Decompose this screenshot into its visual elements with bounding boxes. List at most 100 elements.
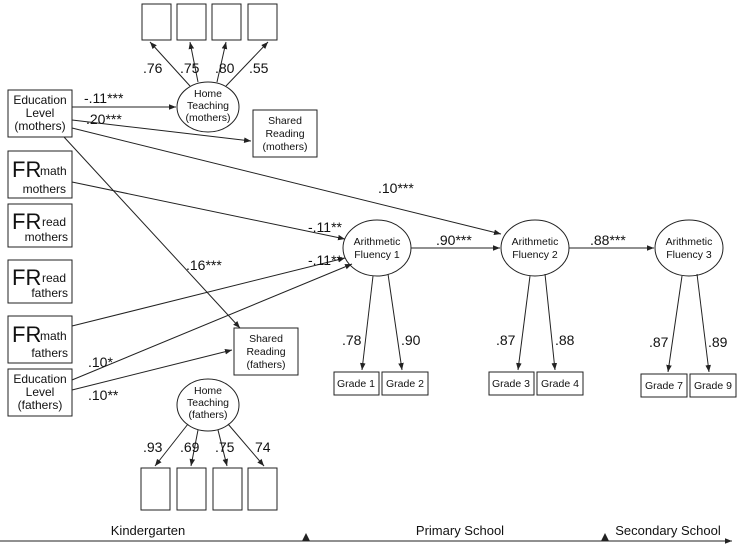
grade-1-box bbox=[333, 371, 380, 396]
arithmetic-fluency-2-node bbox=[500, 219, 570, 277]
af2-label-line2: Fluency 2 bbox=[512, 249, 558, 261]
ht-mothers-loading-arrow-3 bbox=[216, 41, 228, 83]
fr-math-fathers-sub: math bbox=[40, 329, 67, 343]
edu-m-to-sr-m-arrow bbox=[71, 119, 252, 143]
ht-mothers-loading-arrow-4 bbox=[225, 41, 269, 87]
af2-af3-coef: .88*** bbox=[590, 232, 626, 248]
ht-fathers-label-line2: Teaching bbox=[187, 397, 229, 409]
fr-read-mothers-big: FR bbox=[12, 209, 41, 234]
ht-mothers-indicator-3 bbox=[211, 3, 242, 41]
edu-f-af1-coef: .10* bbox=[88, 354, 113, 370]
ht-mothers-loading-arrow-2 bbox=[188, 41, 199, 83]
frmath-f-af1-coef: -.11** bbox=[308, 252, 343, 268]
home-teaching-fathers-node bbox=[176, 378, 240, 432]
grade-7-label: Grade 7 bbox=[645, 380, 683, 392]
ht-fathers-loading-arrow-3 bbox=[217, 429, 229, 467]
timeline-marker-2 bbox=[601, 533, 609, 541]
grade-3-box bbox=[488, 371, 535, 396]
af1-af2-coef: .90*** bbox=[436, 232, 472, 248]
grade3-loading: .87 bbox=[496, 332, 516, 348]
af3-grade7-arrow bbox=[666, 275, 683, 373]
edu-m-sr-f-coef: .16*** bbox=[186, 257, 222, 273]
grade-4-label: Grade 4 bbox=[541, 378, 579, 390]
ht-fathers-loading-1: .93 bbox=[143, 439, 163, 455]
ht-mothers-indicator-4 bbox=[247, 3, 278, 41]
fr-read-fathers-node bbox=[7, 259, 73, 304]
ht-fathers-loading-arrow-1 bbox=[154, 423, 189, 467]
sr-mothers-label-line3: (mothers) bbox=[263, 141, 308, 153]
edu-mothers-label-line2: Level bbox=[26, 106, 55, 120]
ht-mothers-label-line2: Teaching bbox=[187, 100, 229, 112]
fr-read-mothers-node bbox=[7, 203, 73, 248]
edu-m-af2-coef: .10*** bbox=[378, 180, 414, 196]
fr-math-fathers-node bbox=[7, 315, 73, 364]
fr-read-fathers-who: fathers bbox=[31, 286, 68, 300]
ht-mothers-loading-1: .76 bbox=[143, 60, 163, 76]
edu-fathers-label-line2: Level bbox=[26, 385, 55, 399]
af1-label-line1: Arithmetic bbox=[354, 236, 401, 248]
edu-f-to-sr-f-arrow bbox=[71, 348, 233, 391]
sr-fathers-label-line3: (fathers) bbox=[246, 359, 285, 371]
sr-mothers-label-line1: Shared bbox=[268, 115, 302, 127]
grade1-loading: .78 bbox=[342, 332, 362, 348]
ht-fathers-indicator-1 bbox=[140, 467, 171, 511]
fr-math-fathers-who: fathers bbox=[31, 346, 68, 360]
grade9-loading: .89 bbox=[708, 334, 728, 350]
ht-fathers-loading-arrow-4 bbox=[227, 423, 265, 467]
ht-mothers-loading-arrow-1 bbox=[149, 41, 191, 87]
af1-grade2-arrow bbox=[387, 273, 404, 371]
edu-f-to-af1-arrow bbox=[71, 263, 353, 381]
grade-4-box bbox=[536, 371, 584, 396]
af1-grade1-arrow bbox=[360, 275, 374, 371]
timeline-primary-school: Primary School bbox=[416, 523, 504, 538]
edu-m-sr-m-coef: .20*** bbox=[86, 111, 122, 127]
edu-m-to-af2-arrow bbox=[71, 127, 502, 236]
edu-f-sr-f-coef: .10** bbox=[88, 387, 119, 403]
timeline-marker-1 bbox=[302, 533, 310, 541]
ht-fathers-loading-arrow-2 bbox=[189, 429, 199, 467]
af1-label-line2: Fluency 1 bbox=[354, 249, 400, 261]
ht-fathers-loading-3: .75 bbox=[215, 439, 235, 455]
ht-fathers-indicator-2 bbox=[176, 467, 207, 511]
grade-2-label: Grade 2 bbox=[386, 378, 424, 390]
ht-mothers-label-line3: (mothers) bbox=[186, 112, 231, 124]
grade4-loading: .88 bbox=[555, 332, 575, 348]
ht-fathers-loading-2: .69 bbox=[180, 439, 200, 455]
fr-read-mothers-who: mothers bbox=[25, 230, 68, 244]
edu-m-to-sr-f-arrow bbox=[63, 136, 241, 329]
education-level-mothers-node bbox=[7, 89, 73, 138]
timeline-kindergarten: Kindergarten bbox=[111, 523, 185, 538]
grade-9-box bbox=[689, 373, 737, 398]
af3-label-line2: Fluency 3 bbox=[666, 249, 712, 261]
frmath-m-af1-coef: -.11** bbox=[308, 219, 343, 235]
grade-7-box bbox=[640, 373, 688, 398]
ht-fathers-indicator-4 bbox=[247, 467, 278, 511]
arithmetic-fluency-1-node bbox=[342, 219, 412, 277]
ht-fathers-loading-4: 74 bbox=[255, 439, 271, 455]
edu-mothers-label-line3: (mothers) bbox=[14, 119, 65, 133]
edu-m-ht-m-coef: -.11*** bbox=[84, 90, 124, 106]
grade-1-label: Grade 1 bbox=[337, 378, 375, 390]
edu-mothers-label-line1: Education bbox=[13, 93, 66, 107]
af2-label-line1: Arithmetic bbox=[512, 236, 559, 248]
frmath-f-to-af1-arrow bbox=[71, 256, 346, 327]
ht-mothers-indicator-1 bbox=[141, 3, 172, 41]
fr-math-mothers-big: FR bbox=[12, 157, 41, 182]
home-teaching-mothers-node bbox=[176, 81, 240, 133]
ht-mothers-loading-3: .80 bbox=[215, 60, 235, 76]
ht-mothers-indicator-2 bbox=[176, 3, 207, 41]
ht-mothers-label-line1: Home bbox=[194, 88, 222, 100]
ht-mothers-loading-4: .55 bbox=[249, 60, 269, 76]
sr-fathers-label-line1: Shared bbox=[249, 333, 283, 345]
fr-math-mothers-who: mothers bbox=[23, 182, 66, 196]
edu-fathers-label-line3: (fathers) bbox=[18, 398, 63, 412]
fr-math-mothers-node bbox=[7, 150, 73, 199]
grade-2-box bbox=[381, 371, 429, 396]
arithmetic-fluency-3-node bbox=[654, 219, 724, 277]
shared-reading-fathers-node bbox=[233, 327, 299, 376]
af2-grade3-arrow bbox=[516, 275, 531, 371]
fr-read-fathers-sub: read bbox=[42, 271, 66, 285]
af3-label-line1: Arithmetic bbox=[666, 236, 713, 248]
ht-fathers-indicator-3 bbox=[212, 467, 243, 511]
